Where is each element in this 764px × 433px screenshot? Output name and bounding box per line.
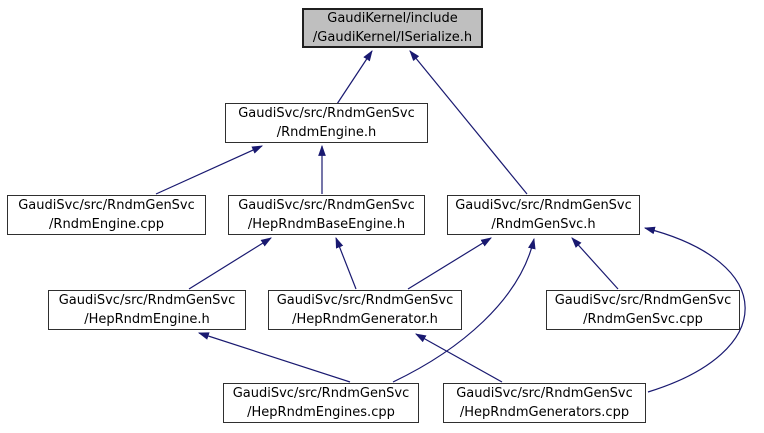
node-label-line2: /HepRndmEngine.h	[84, 312, 210, 327]
node-label-line1: GaudiSvc/src/RndmGenSvc	[238, 106, 415, 121]
node-heprndmengine-h[interactable]: GaudiSvc/src/RndmGenSvc /HepRndmEngine.h	[48, 290, 246, 330]
node-label-line1: GaudiSvc/src/RndmGenSvc	[232, 386, 410, 401]
node-label-line2: /RndmGenSvc.h	[491, 217, 596, 232]
node-label-line2: /HepRndmEngines.cpp	[247, 405, 395, 420]
node-heprndmgenerators-cpp[interactable]: GaudiSvc/src/RndmGenSvc /HepRndmGenerato…	[443, 383, 646, 423]
node-heprndmgenerator-h[interactable]: GaudiSvc/src/RndmGenSvc /HepRndmGenerato…	[268, 290, 462, 330]
node-iserialize-h: GaudiKernel/include /GaudiKernel/ISerial…	[302, 8, 483, 48]
node-label-line2: /RndmGenSvc.cpp	[583, 312, 703, 327]
node-label-line1: GaudiSvc/src/RndmGenSvc	[58, 293, 236, 308]
edge-heprndmengines-cpp-to-rndmgensvc-h	[392, 237, 536, 383]
edge-heprndmgenerators-cpp-to-rndmgensvc-h	[643, 226, 746, 393]
node-label-line2: /HepRndmGenerators.cpp	[459, 405, 630, 420]
node-label-line1: GaudiSvc/src/RndmGenSvc	[18, 198, 195, 213]
node-label-line2: /RndmEngine.cpp	[49, 217, 164, 232]
edge-heprndmgenerators-cpp-to-heprndmgenerator-h	[415, 333, 503, 383]
node-rndmengine-cpp[interactable]: GaudiSvc/src/RndmGenSvc /RndmEngine.cpp	[7, 195, 206, 235]
node-label-line1: GaudiSvc/src/RndmGenSvc	[456, 386, 633, 401]
node-label-line2: /HepRndmBaseEngine.h	[247, 217, 406, 232]
edge-rndmengine-h-to-iserialize-h	[336, 50, 373, 105]
edge-heprndmengines-cpp-to-heprndmengine-h	[197, 332, 351, 383]
node-label-line2: /HepRndmGenerator.h	[292, 312, 438, 327]
node-label-line2: /GaudiKernel/ISerialize.h	[312, 30, 473, 45]
edge-rndmengine-cpp-to-rndmengine-h	[155, 145, 264, 195]
edge-rndmgensvc-cpp-to-rndmgensvc-h	[571, 237, 619, 290]
node-rndmgensvc-cpp[interactable]: GaudiSvc/src/RndmGenSvc /RndmGenSvc.cpp	[546, 290, 740, 330]
node-label-line1: GaudiKernel/include	[327, 11, 458, 26]
edge-heprndmgenerator-h-to-rndmgensvc-h	[407, 237, 492, 290]
node-label-line1: GaudiSvc/src/RndmGenSvc	[554, 293, 732, 308]
node-label-line1: GaudiSvc/src/RndmGenSvc	[276, 293, 454, 308]
node-label-line2: /RndmEngine.h	[276, 125, 377, 140]
node-label-line1: GaudiSvc/src/RndmGenSvc	[455, 198, 632, 213]
edge-heprndmgenerator-h-to-heprndmbaseengine-h	[335, 236, 357, 290]
node-heprndmbaseengine-h[interactable]: GaudiSvc/src/RndmGenSvc /HepRndmBaseEngi…	[228, 195, 425, 235]
node-label-line1: GaudiSvc/src/RndmGenSvc	[238, 198, 415, 213]
edge-heprndmengine-h-to-heprndmbaseengine-h	[188, 237, 272, 290]
node-rndmengine-h[interactable]: GaudiSvc/src/RndmGenSvc /RndmEngine.h	[225, 103, 428, 143]
edge-rndmgensvc-h-to-iserialize-h	[409, 50, 528, 195]
node-heprndmengines-cpp[interactable]: GaudiSvc/src/RndmGenSvc /HepRndmEngines.…	[223, 383, 419, 423]
node-rndmgensvc-h[interactable]: GaudiSvc/src/RndmGenSvc /RndmGenSvc.h	[447, 195, 640, 235]
